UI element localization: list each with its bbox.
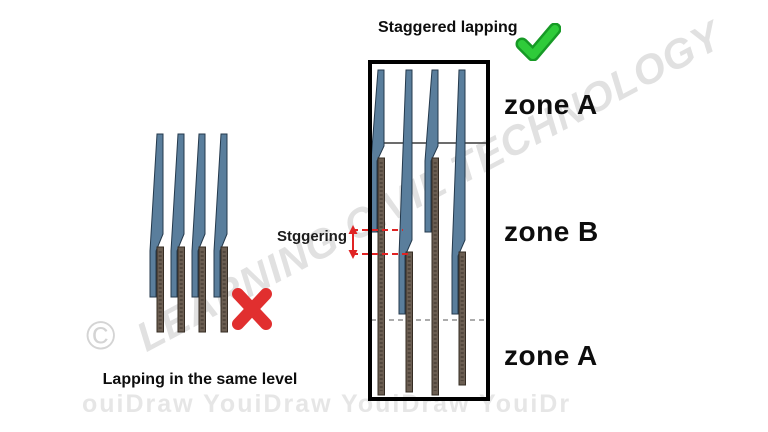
zone-a-top-label: zone A (504, 89, 598, 120)
check-icon (515, 23, 561, 61)
rebar-pair (370, 69, 385, 396)
rebar-pair (191, 133, 206, 333)
rebar-pair (149, 133, 164, 333)
staggered-lapping-diagram (348, 60, 490, 401)
rebar-pair (451, 69, 466, 386)
x-icon (232, 288, 272, 330)
staggered-lapping-title: Staggered lapping (378, 19, 518, 36)
rebar-pair (424, 69, 439, 396)
rebar-pair (213, 133, 228, 333)
zone-a-bottom-label: zone A (504, 340, 598, 371)
staggering-label: Stggering (277, 228, 347, 245)
copyright-symbol: © (86, 314, 116, 358)
same-level-lapping-diagram (149, 133, 228, 333)
zone-b-label: zone B (504, 216, 599, 247)
column-outline-box (368, 60, 490, 401)
rebar-pair (398, 69, 413, 393)
rebar-pair (170, 133, 185, 333)
check-icon-stroke (518, 25, 559, 59)
stagger-dimension (348, 225, 412, 259)
same-level-caption: Lapping in the same level (102, 371, 298, 388)
